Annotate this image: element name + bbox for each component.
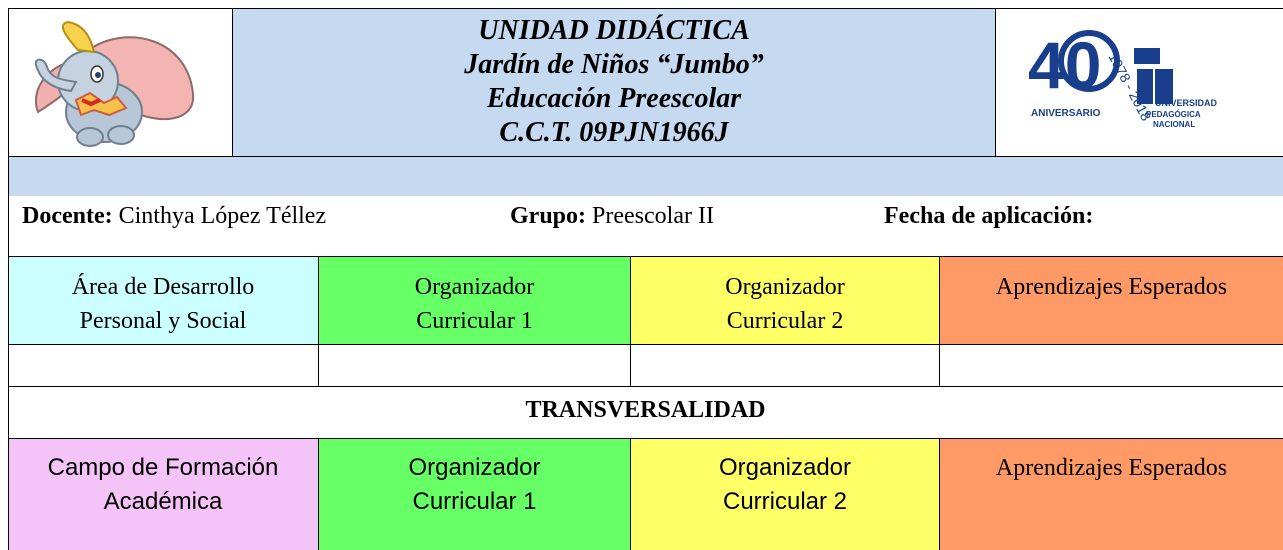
transversality-bottom-border bbox=[8, 438, 1283, 439]
organizer-1-second-header-cell bbox=[319, 439, 630, 550]
logo-national-text: NACIONAL bbox=[1153, 120, 1195, 129]
transversality-left-border bbox=[8, 386, 9, 438]
table1-divider-1 bbox=[318, 256, 319, 386]
table1-divider-3 bbox=[939, 256, 940, 386]
development-area-header-cell bbox=[8, 257, 318, 344]
curricular-organizer-2-label: Organizador Curricular 2 bbox=[725, 274, 845, 334]
table1-divider-2 bbox=[630, 256, 631, 386]
table2-divider-1 bbox=[318, 438, 319, 550]
kindergarten-name: Jardín de Niños “Jumbo” bbox=[464, 49, 764, 80]
second-curricular-organizer-1-label: Organizador Curricular 1 bbox=[408, 454, 541, 515]
teacher-label: Docente: bbox=[22, 203, 113, 229]
second-curricular-organizer-2-label: Organizador Curricular 2 bbox=[718, 454, 852, 515]
table2-divider-2 bbox=[630, 438, 631, 550]
second-expected-learning-label: Aprendizajes Esperados bbox=[995, 455, 1228, 481]
teacher-name: Cinthya López Téllez bbox=[118, 203, 327, 229]
expected-learning-header-cell bbox=[940, 257, 1283, 344]
group-name: Preescolar II bbox=[592, 203, 714, 229]
logo-university-text: UNIVERSIDAD bbox=[1155, 98, 1218, 108]
curricular-organizer-1-label: Organizador Curricular 1 bbox=[414, 274, 535, 334]
header-title-block: UNIDAD DIDÁCTICA Jardín de Niños “Jumbo”… bbox=[233, 14, 995, 154]
header-left-border bbox=[8, 8, 9, 256]
dumbo-logo-icon bbox=[18, 14, 214, 150]
logo-pedagogical-text: PEDAGÓGICA bbox=[1146, 110, 1201, 119]
table2-divider-3 bbox=[939, 438, 940, 550]
development-area-label: Área de Desarrollo Personal y Social bbox=[71, 274, 255, 334]
school-code: C.C.T. 09PJN1966J bbox=[499, 117, 729, 148]
table2-left-border bbox=[8, 438, 9, 550]
academic-field-header-cell bbox=[9, 439, 318, 550]
academic-field-label: Campo de Formación Académica bbox=[47, 454, 279, 515]
logo-anniversary-text: ANIVERSARIO bbox=[1031, 108, 1101, 119]
date-label: Fecha de aplicación: bbox=[884, 203, 1094, 229]
transversality-title: TRANSVERSALIDAD bbox=[525, 397, 766, 423]
expected-learning-second-header-cell bbox=[940, 439, 1283, 550]
upn-anniversary-logo: 40 1978 - 2018 ANIVERSARIO UNIVERSIDAD P… bbox=[1016, 24, 1266, 140]
header-bottom-border bbox=[8, 156, 1283, 157]
unit-title: UNIDAD DIDÁCTICA bbox=[478, 15, 750, 46]
education-level: Educación Preescolar bbox=[486, 83, 742, 114]
info-top-band bbox=[8, 156, 1283, 196]
header-divider-right bbox=[995, 8, 996, 156]
organizer-2-header-cell bbox=[631, 257, 939, 344]
teacher-info: Docente: Cinthya López Téllez bbox=[22, 199, 442, 233]
group-label: Grupo: bbox=[510, 203, 587, 229]
organizer-2-second-header-cell bbox=[631, 439, 939, 550]
header-top-border bbox=[8, 8, 1283, 9]
expected-learning-label: Aprendizajes Esperados bbox=[995, 274, 1228, 300]
header-title-background bbox=[233, 8, 995, 156]
header-divider-left bbox=[232, 8, 233, 156]
table1-middle-border bbox=[8, 344, 1283, 345]
table1-top-border bbox=[8, 256, 1283, 257]
table1-left-border bbox=[8, 256, 9, 386]
group-info: Grupo: Preescolar II bbox=[510, 199, 790, 233]
table1-bottom-border bbox=[8, 386, 1283, 387]
organizer-1-header-cell bbox=[319, 257, 630, 344]
